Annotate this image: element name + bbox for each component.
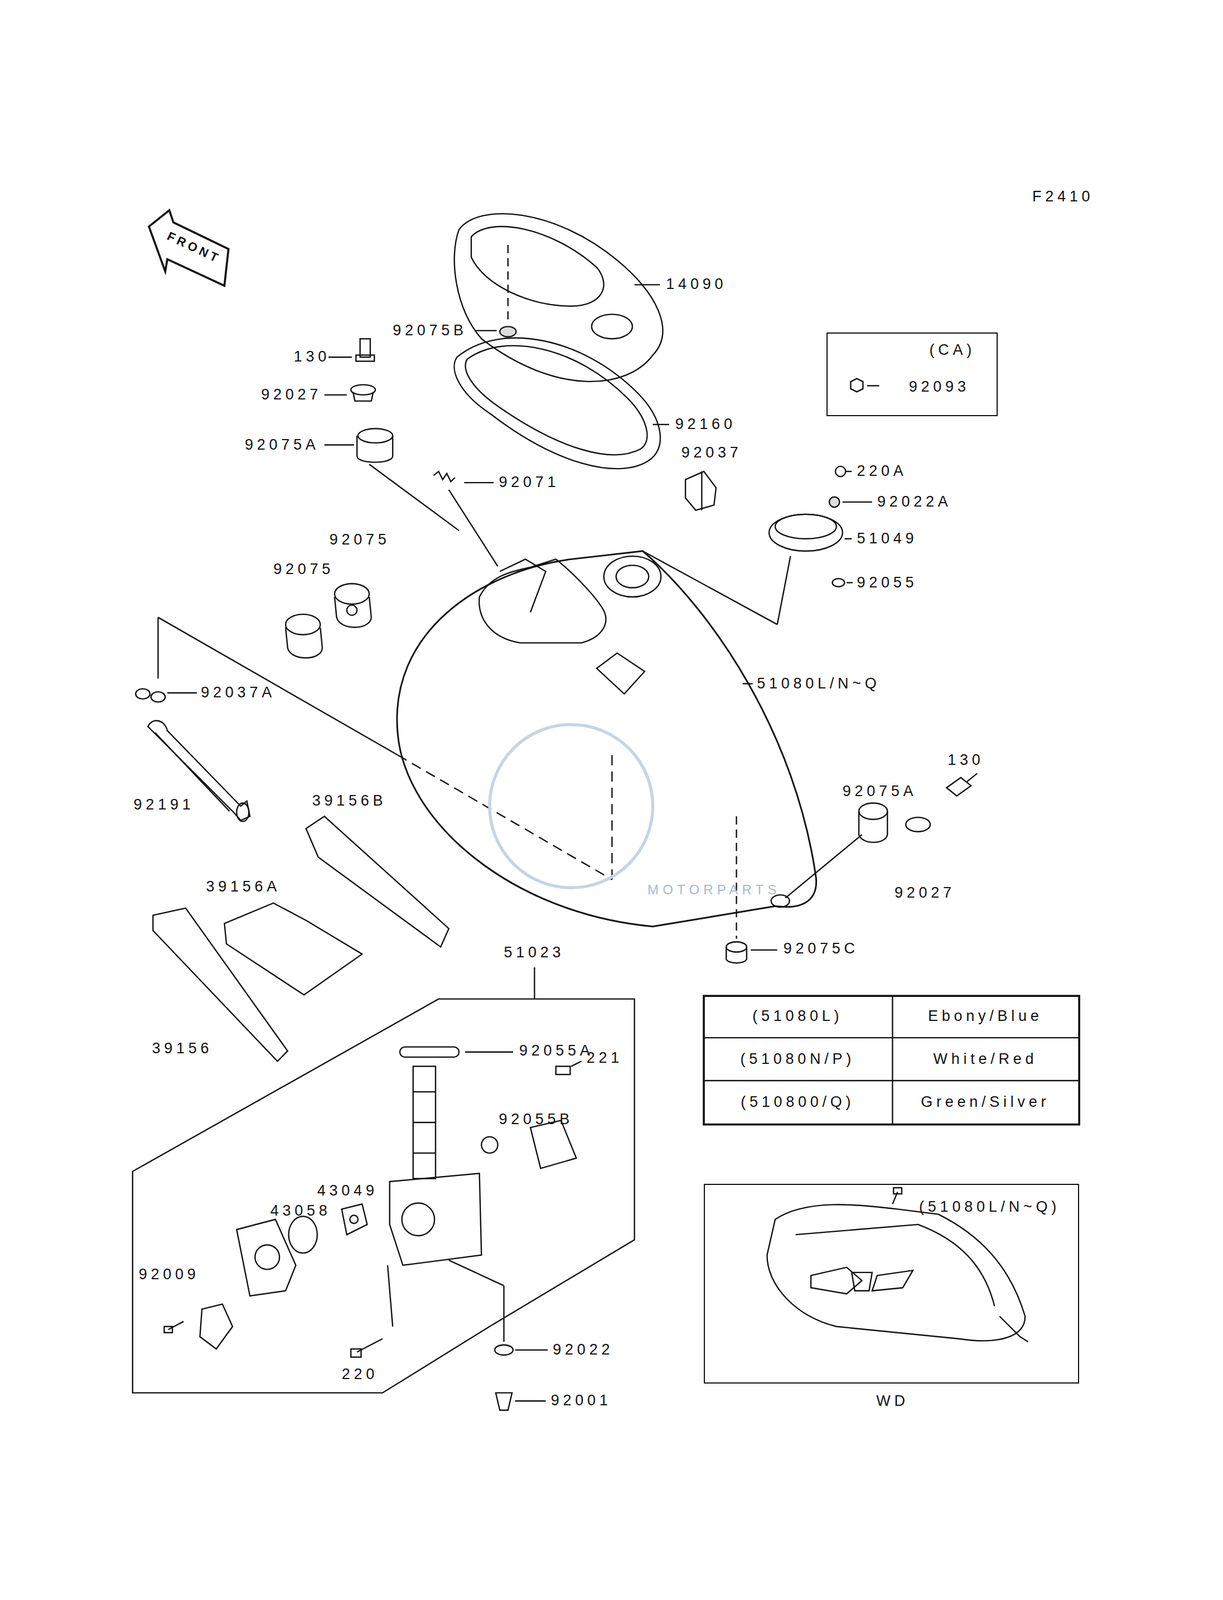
callout-number: 92037	[681, 444, 743, 462]
callout-number: 92022A	[877, 493, 952, 511]
box-heading: (51080L/N~Q)	[919, 1198, 1061, 1216]
callout-number: 92075A	[244, 436, 320, 454]
callout-number: 51049	[856, 530, 918, 548]
box-heading: (CA)	[929, 341, 976, 359]
callout-number: 130	[947, 751, 984, 769]
callout-number: 43058	[270, 1202, 332, 1220]
table-cell: (51080N/P)	[740, 1050, 856, 1068]
inset-box: (51080L/N~Q)WD	[703, 1183, 1080, 1384]
callout-number: 92022	[552, 1341, 614, 1358]
table-cell: Green/Silver	[920, 1093, 1050, 1111]
callout-number: 51080L/N~Q	[756, 675, 881, 693]
callout-number: 92027	[260, 386, 322, 404]
table-cell: (510800/Q)	[740, 1093, 855, 1111]
callout-number: 43049	[317, 1182, 379, 1200]
callout-number: 39156A	[205, 878, 281, 896]
callout-number: 220	[341, 1365, 379, 1383]
callout-number: 92071	[498, 474, 560, 491]
table-cell: (51080L)	[752, 1007, 843, 1025]
callout-number: 92075A	[842, 782, 918, 800]
callout-number: 92160	[675, 416, 737, 433]
callout-number: 39156	[152, 1040, 214, 1057]
callout-number: 92075B	[392, 322, 468, 340]
callout-number: 92055A	[519, 1042, 594, 1060]
callout-number: 92075C	[783, 940, 859, 957]
callout-number: 92191	[133, 796, 195, 814]
table-cell: Ebony/Blue	[927, 1007, 1043, 1025]
callout-number: 51023	[504, 944, 565, 961]
callout-number: 92075	[273, 561, 335, 578]
callout-number: 92055	[856, 574, 918, 592]
callout-number: 92009	[138, 1265, 200, 1283]
watermark: MOTORPARTS	[647, 882, 781, 897]
callout-number: 92027	[894, 884, 956, 902]
callout-number: WD	[876, 1392, 909, 1410]
callout-number: 92075	[329, 531, 391, 549]
callout-number: 92093	[909, 378, 970, 396]
callout-number: 92055B	[498, 1110, 574, 1128]
callout-number: 130	[293, 348, 331, 366]
table-cell: White/Red	[933, 1050, 1038, 1068]
callout-number: 221	[586, 1049, 623, 1067]
variant-box: (CA) 92093	[826, 332, 998, 417]
callout-number: F2410	[1032, 188, 1094, 206]
callout-number: 220A	[856, 462, 907, 480]
callout-number: 14090	[665, 276, 727, 293]
callout-number: 39156B	[312, 792, 388, 810]
callout-number: 92001	[550, 1391, 612, 1409]
callout-number: 92037A	[200, 684, 276, 702]
